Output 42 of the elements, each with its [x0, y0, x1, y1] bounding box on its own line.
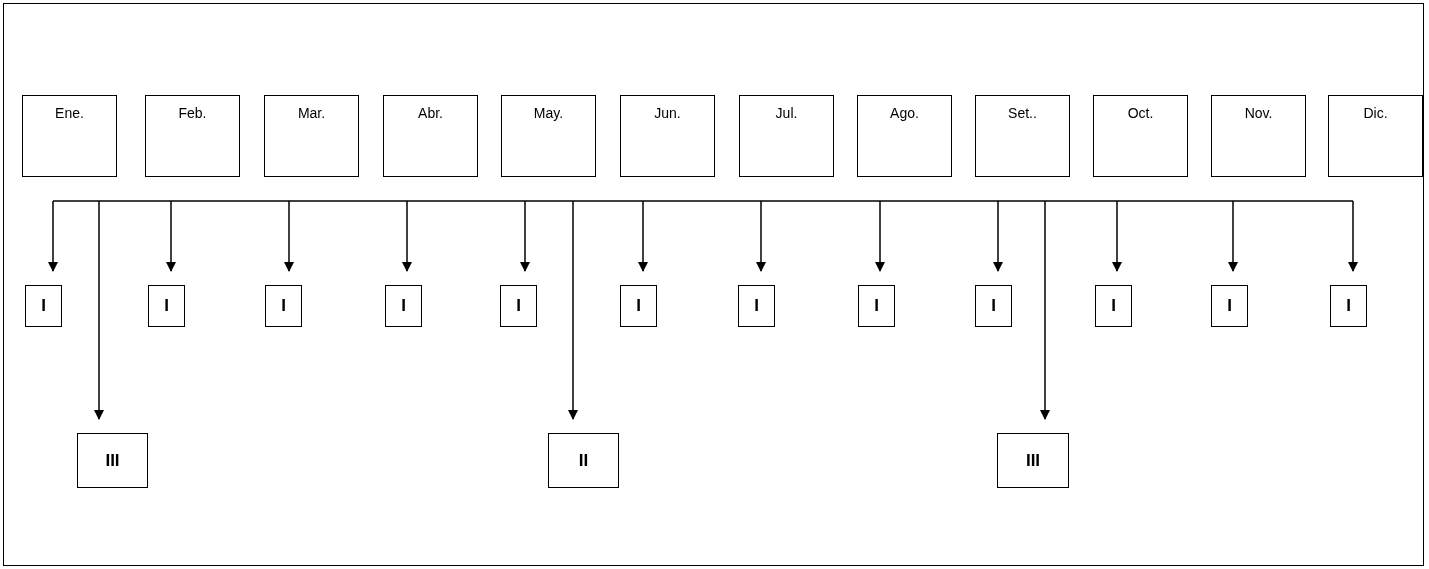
level-box: I [1095, 285, 1132, 327]
month-box: Oct. [1093, 95, 1188, 177]
level-box: III [997, 433, 1069, 488]
arrow [520, 200, 530, 272]
month-box: Abr. [383, 95, 478, 177]
arrow [1112, 200, 1122, 272]
level-box: I [858, 285, 895, 327]
month-box: Feb. [145, 95, 240, 177]
arrow [1348, 200, 1358, 272]
arrow [1040, 200, 1050, 420]
arrow [48, 200, 58, 272]
level-box: I [265, 285, 302, 327]
month-box: Ago. [857, 95, 952, 177]
level-box: I [620, 285, 657, 327]
month-box: Nov. [1211, 95, 1306, 177]
arrow [94, 200, 104, 420]
level-box: I [25, 285, 62, 327]
arrow [638, 200, 648, 272]
arrow [1228, 200, 1238, 272]
month-box: May. [501, 95, 596, 177]
month-box: Set.. [975, 95, 1070, 177]
level-box: I [385, 285, 422, 327]
arrow [402, 200, 412, 272]
month-box: Jun. [620, 95, 715, 177]
arrow [756, 200, 766, 272]
arrow [875, 200, 885, 272]
level-box: II [548, 433, 619, 488]
level-box: I [500, 285, 537, 327]
month-box: Mar. [264, 95, 359, 177]
arrow [166, 200, 176, 272]
arrow [993, 200, 1003, 272]
level-box: I [1211, 285, 1248, 327]
arrow [284, 200, 294, 272]
level-box: I [148, 285, 185, 327]
level-box: I [975, 285, 1012, 327]
month-box: Dic. [1328, 95, 1423, 177]
level-box: I [738, 285, 775, 327]
level-box: I [1330, 285, 1367, 327]
level-box: III [77, 433, 148, 488]
month-box: Ene. [22, 95, 117, 177]
arrow [568, 200, 578, 420]
month-box: Jul. [739, 95, 834, 177]
